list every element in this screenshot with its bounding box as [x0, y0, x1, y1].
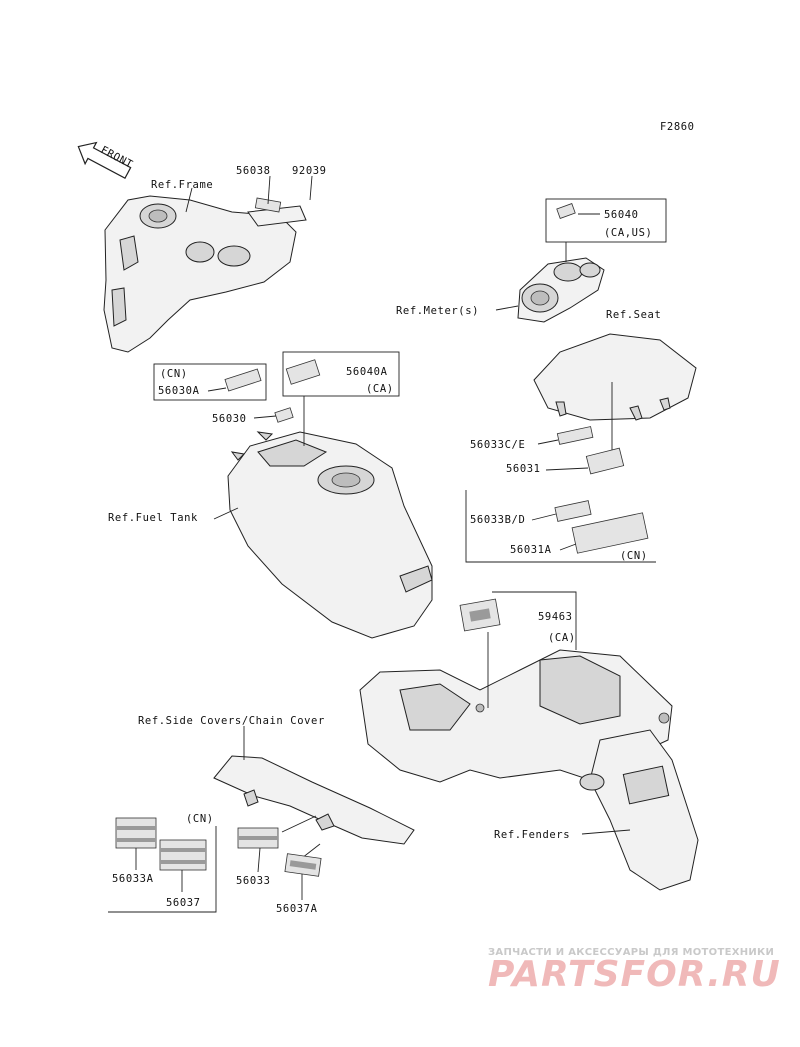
part-56040A-note: (CA) — [366, 383, 394, 395]
watermark-brand: PARTSFOR.RU — [488, 954, 781, 995]
frame-part — [103, 195, 307, 353]
watermark-tagline: ЗАПЧАСТИ И АКСЕССУАРЫ ДЛЯ МОТОТЕХНИКИ — [488, 947, 775, 958]
part-56031A: 56031A — [510, 544, 552, 556]
part-56030A-note: (CN) — [160, 368, 188, 380]
watermark: ЗАПЧАСТИ И АКСЕССУАРЫ ДЛЯ МОТОТЕХНИКИ PA… — [488, 947, 788, 995]
figure-code: F2860 — [660, 121, 695, 133]
part-56037A: 56037A — [276, 903, 318, 915]
part-56031A-note: (CN) — [620, 550, 648, 562]
part-56033A: 56033A — [112, 873, 154, 885]
part-92039: 92039 — [292, 165, 327, 177]
chain-cover-part — [213, 755, 415, 845]
part-59463-note: (CA) — [548, 632, 576, 644]
ref-fenders: Ref.Fenders — [494, 829, 570, 841]
rear-fender-part — [359, 649, 699, 891]
part-56040: 56040 — [604, 209, 639, 221]
part-56030: 56030 — [212, 413, 247, 425]
part-56037: 56037 — [166, 897, 201, 909]
part-59463: 59463 — [538, 611, 573, 623]
part-56030A: 56030A — [158, 385, 200, 397]
part-56033A-note: (CN) — [186, 813, 214, 825]
ref-fuel-tank: Ref.Fuel Tank — [108, 512, 198, 524]
part-56033CE: 56033C/E — [470, 439, 525, 451]
front-arrow-icon — [77, 141, 132, 179]
meter-part — [517, 257, 605, 323]
part-56040A: 56040A — [346, 366, 388, 378]
part-56040-note: (CA,US) — [604, 227, 652, 239]
ref-side-covers: Ref.Side Covers/Chain Cover — [138, 715, 325, 727]
ref-seat: Ref.Seat — [606, 309, 661, 321]
part-56038: 56038 — [236, 165, 271, 177]
fuel-tank-part — [227, 431, 433, 639]
seat-part — [533, 333, 697, 421]
part-56033BD: 56033B/D — [470, 514, 525, 526]
ref-frame: Ref.Frame — [151, 179, 213, 191]
ref-meter: Ref.Meter(s) — [396, 305, 479, 317]
part-56033: 56033 — [236, 875, 271, 887]
part-56031: 56031 — [506, 463, 541, 475]
